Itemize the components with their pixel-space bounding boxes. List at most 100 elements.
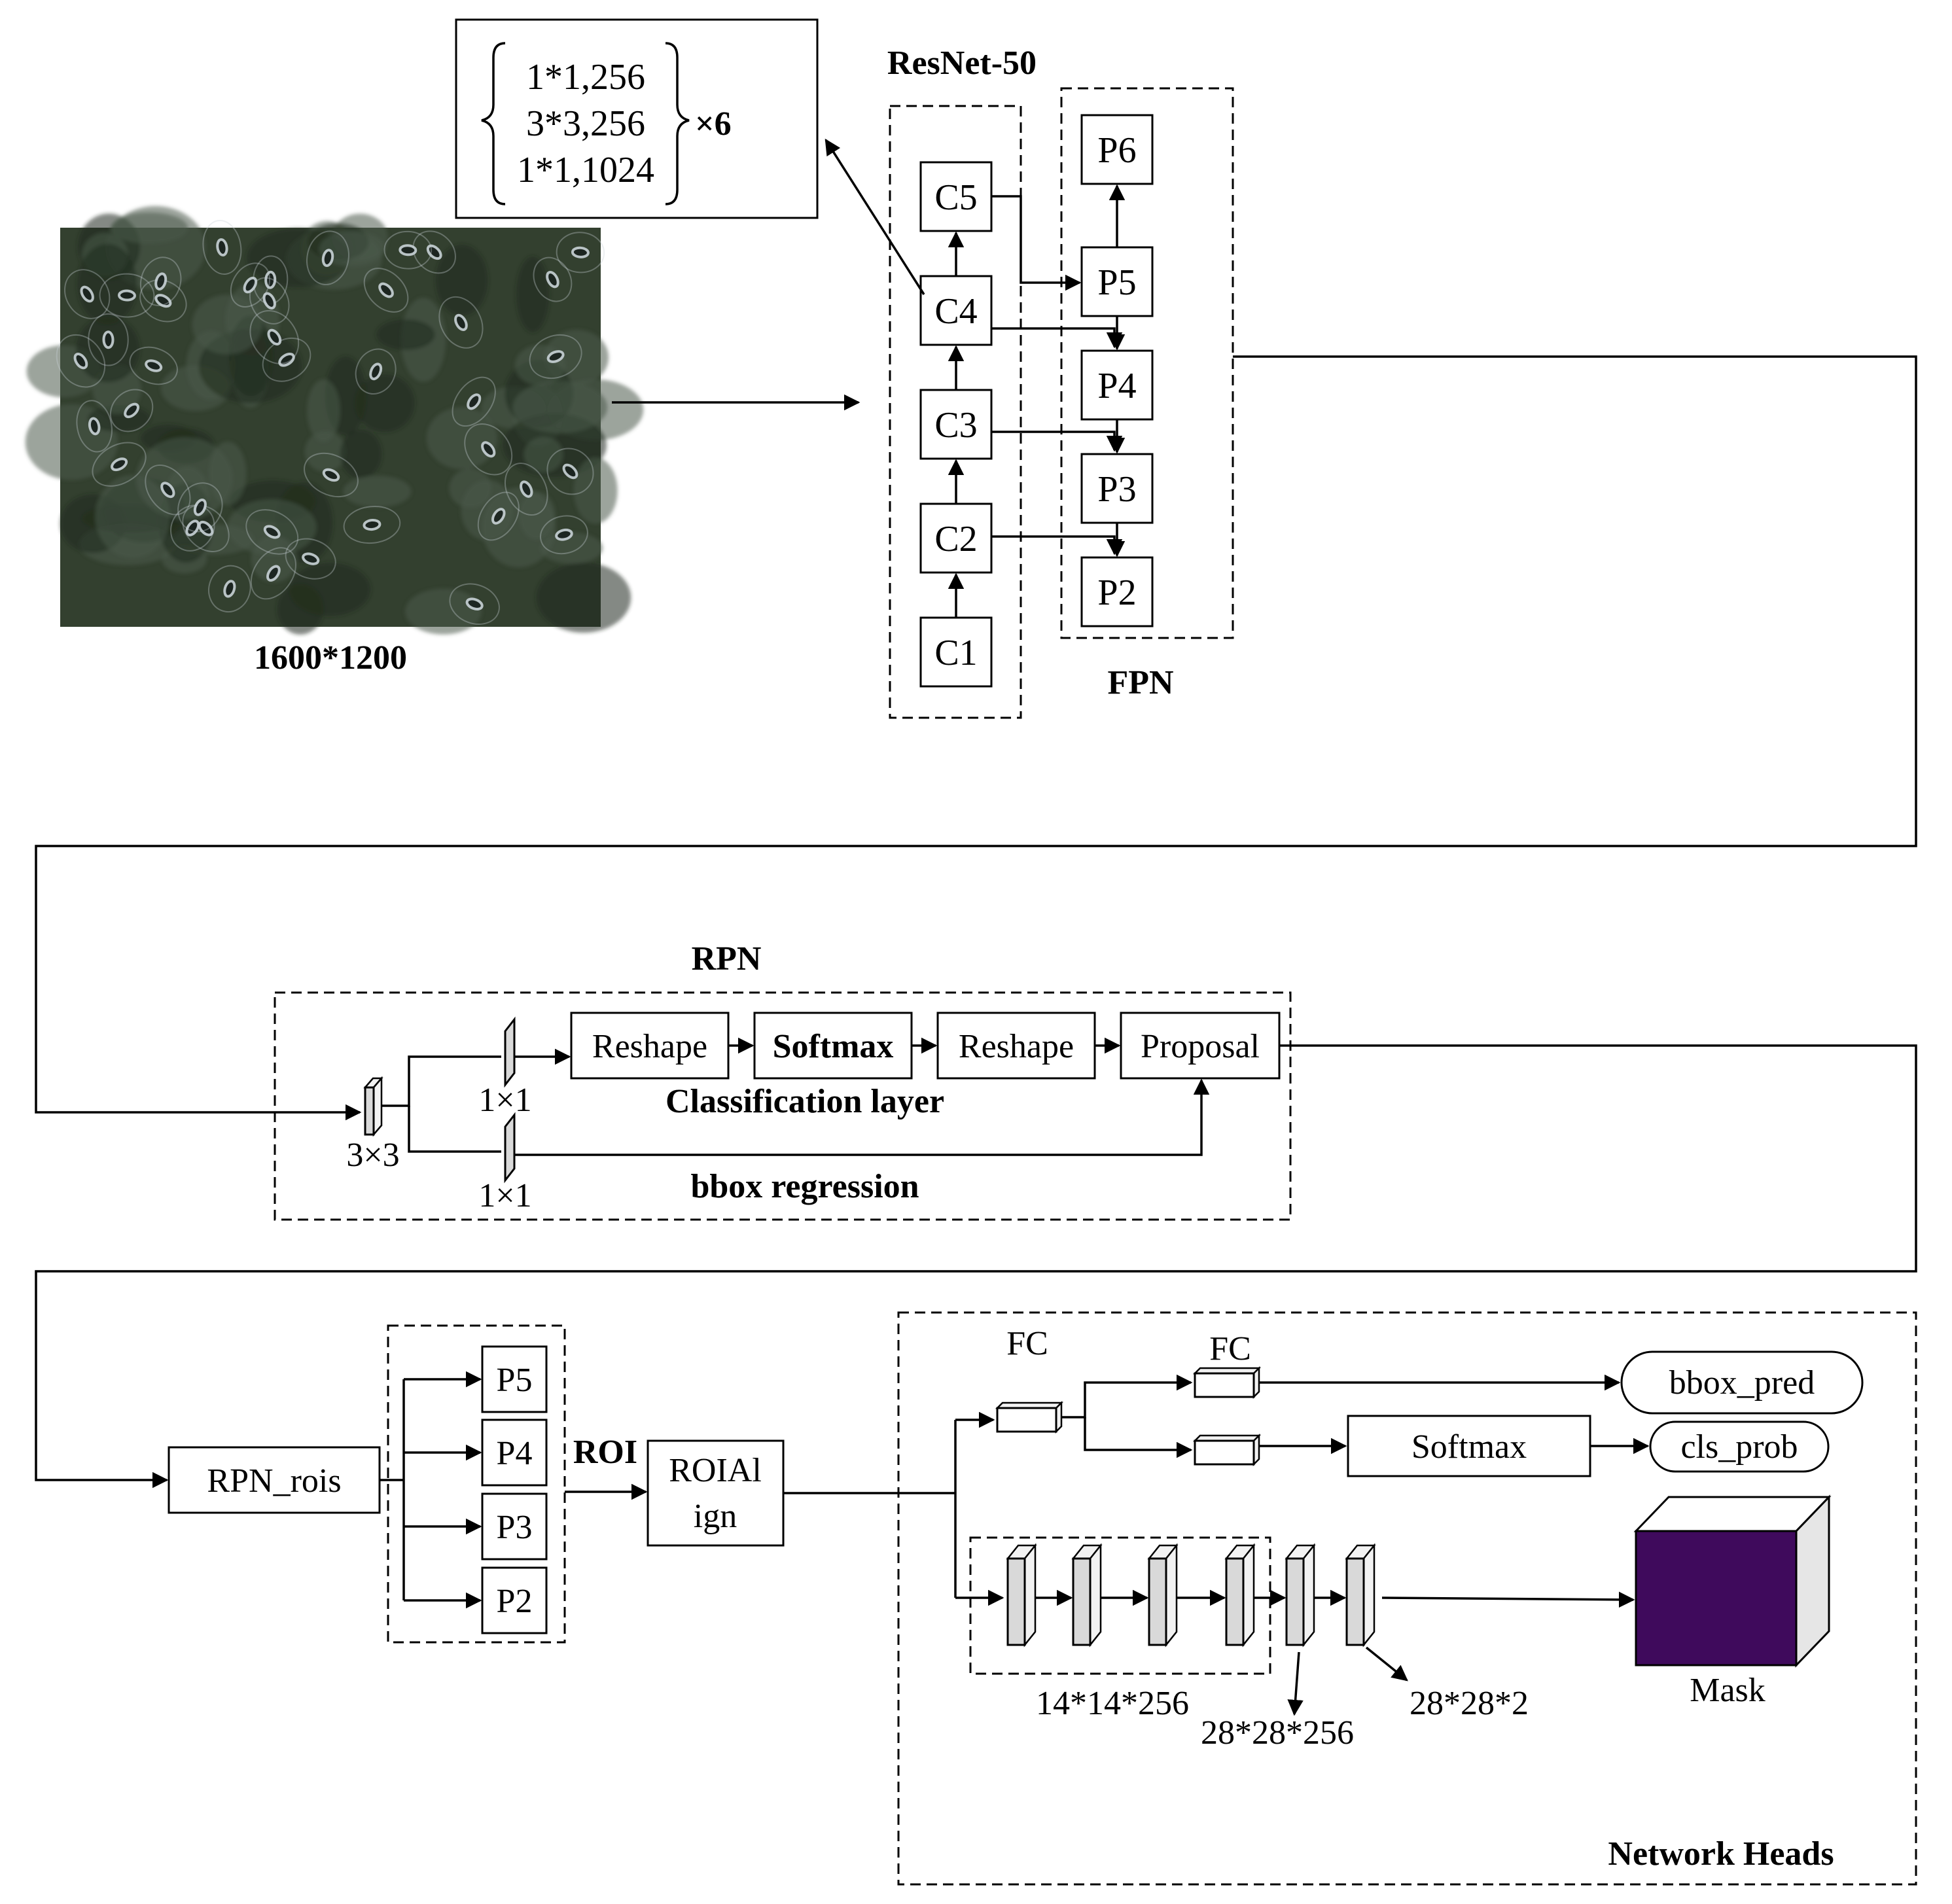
stoma-cell: [412, 230, 456, 274]
rpn-softmax: Softmax: [753, 1012, 913, 1080]
heads-frame: [897, 1311, 1917, 1886]
svg-text:bbox_pred: bbox_pred: [1669, 1364, 1815, 1402]
texture-blob: [536, 562, 631, 633]
rpn-reg-label: bbox regression: [690, 1168, 919, 1205]
texture-blob: [110, 212, 188, 244]
fpn-title: FPN: [1107, 664, 1173, 701]
backbone-stage-c2: C2: [919, 502, 993, 574]
rpn-reshape-2: Reshape: [936, 1012, 1096, 1080]
input-image: [25, 205, 644, 635]
svg-text:P3: P3: [1097, 469, 1136, 510]
svg-text:C5: C5: [934, 177, 977, 218]
texture-blob: [289, 563, 371, 616]
stoma-cell: [343, 505, 401, 544]
backbone-stage-c3: C3: [919, 389, 993, 460]
stoma-cell: [250, 547, 296, 600]
bbox-pred-output: bbox_pred: [1620, 1350, 1864, 1415]
rpn-title: RPN: [692, 940, 762, 978]
mask-conv-2: [1071, 1543, 1103, 1648]
rpn-rois-box: RPN_rois: [168, 1446, 381, 1514]
svg-text:C4: C4: [934, 291, 977, 332]
mask-conv-3: [1147, 1543, 1179, 1648]
roi-level-p3: P3: [481, 1492, 548, 1560]
stoma-cell: [504, 463, 548, 516]
stoma-cell: [306, 230, 349, 285]
fc2-layer-bbox: [1192, 1366, 1262, 1400]
roi-level-p4: P4: [481, 1419, 548, 1487]
mask-deconv: [1285, 1543, 1316, 1648]
texture-blob: [512, 381, 608, 434]
svg-text:Softmax: Softmax: [773, 1028, 894, 1065]
mask-label: Mask: [1690, 1672, 1766, 1709]
texture-blob: [482, 487, 556, 568]
stoma-cell: [546, 448, 594, 495]
texture-blob: [77, 243, 137, 325]
roi-level-p2: P2: [481, 1566, 548, 1634]
stoma-cell: [285, 538, 336, 580]
svg-text:RPN_rois: RPN_rois: [207, 1462, 341, 1500]
stoma-cell: [129, 346, 178, 385]
stoma-cell: [170, 504, 215, 552]
mask-cube: [1633, 1494, 1832, 1668]
stoma-cell: [145, 464, 191, 516]
svg-text:P4: P4: [497, 1435, 533, 1472]
rpn-conv1x1-cls-label: 1×1: [478, 1082, 531, 1119]
backbone-frame: [889, 105, 1022, 719]
stoma-cell: [363, 268, 409, 313]
stoma-cell: [464, 423, 513, 476]
svg-text:ROIAl: ROIAl: [669, 1452, 762, 1489]
block-repeat: ×6: [695, 105, 732, 143]
texture-blob: [340, 429, 382, 479]
texture-blob: [516, 256, 550, 332]
heads-softmax: Softmax: [1347, 1415, 1591, 1477]
stoma-cell: [304, 452, 359, 498]
mask-conv-4: [1224, 1543, 1256, 1648]
mask-conv-1: [1006, 1543, 1037, 1648]
stoma-cell: [556, 232, 605, 273]
stoma-cell: [249, 309, 300, 364]
stoma-cell: [88, 313, 129, 366]
stoma-cell: [139, 279, 187, 323]
svg-text:ign: ign: [694, 1498, 737, 1535]
stoma-cell: [76, 400, 113, 453]
texture-blob: [95, 475, 171, 559]
rpn-frame: [274, 991, 1292, 1221]
stoma-cell: [56, 334, 106, 388]
stoma-cell: [449, 583, 500, 625]
cls-prob-output: cls_prob: [1649, 1420, 1830, 1473]
stoma-cell: [208, 565, 251, 612]
rpn-to-rois-connector: [35, 1044, 1917, 1489]
stoma-cell: [202, 220, 242, 275]
svg-text:P3: P3: [497, 1509, 533, 1546]
stoma-cell: [477, 491, 520, 541]
rpn-conv3x3: [363, 1076, 383, 1137]
fc2-layer-cls: [1192, 1433, 1262, 1467]
svg-text:P2: P2: [497, 1583, 533, 1620]
roialign-box: ROIAl ign: [647, 1439, 785, 1547]
stoma-cell: [452, 376, 496, 427]
block-row-2: 3*3,256: [526, 103, 645, 144]
backbone-stage-c5: C5: [919, 161, 993, 232]
c4-to-block-arrow: [825, 138, 925, 295]
svg-text:P6: P6: [1097, 130, 1136, 171]
fpn-level-p6: P6: [1080, 114, 1154, 185]
stoma-cell: [230, 262, 270, 308]
stoma-cell: [177, 482, 223, 533]
fc1-label: FC: [1006, 1325, 1048, 1362]
stoma-cell: [438, 296, 484, 349]
stoma-cell: [533, 256, 573, 302]
svg-text:P5: P5: [1097, 262, 1136, 303]
texture-blob: [405, 588, 482, 635]
svg-text:P5: P5: [497, 1362, 533, 1399]
backbone-stage-c4: C4: [919, 275, 993, 346]
heads-title: Network Heads: [1608, 1835, 1834, 1873]
rpn-conv1x1-reg: [504, 1112, 516, 1184]
fpn-level-p2: P2: [1080, 556, 1154, 627]
block-row-1: 1*1,256: [526, 57, 645, 97]
texture-blob: [435, 244, 488, 316]
fpn-level-p3: P3: [1080, 453, 1154, 524]
texture-blob: [251, 535, 297, 582]
mask-dim-14: 14*14*256: [1036, 1685, 1189, 1722]
svg-text:P4: P4: [1097, 366, 1136, 406]
left-brace: [481, 42, 506, 205]
